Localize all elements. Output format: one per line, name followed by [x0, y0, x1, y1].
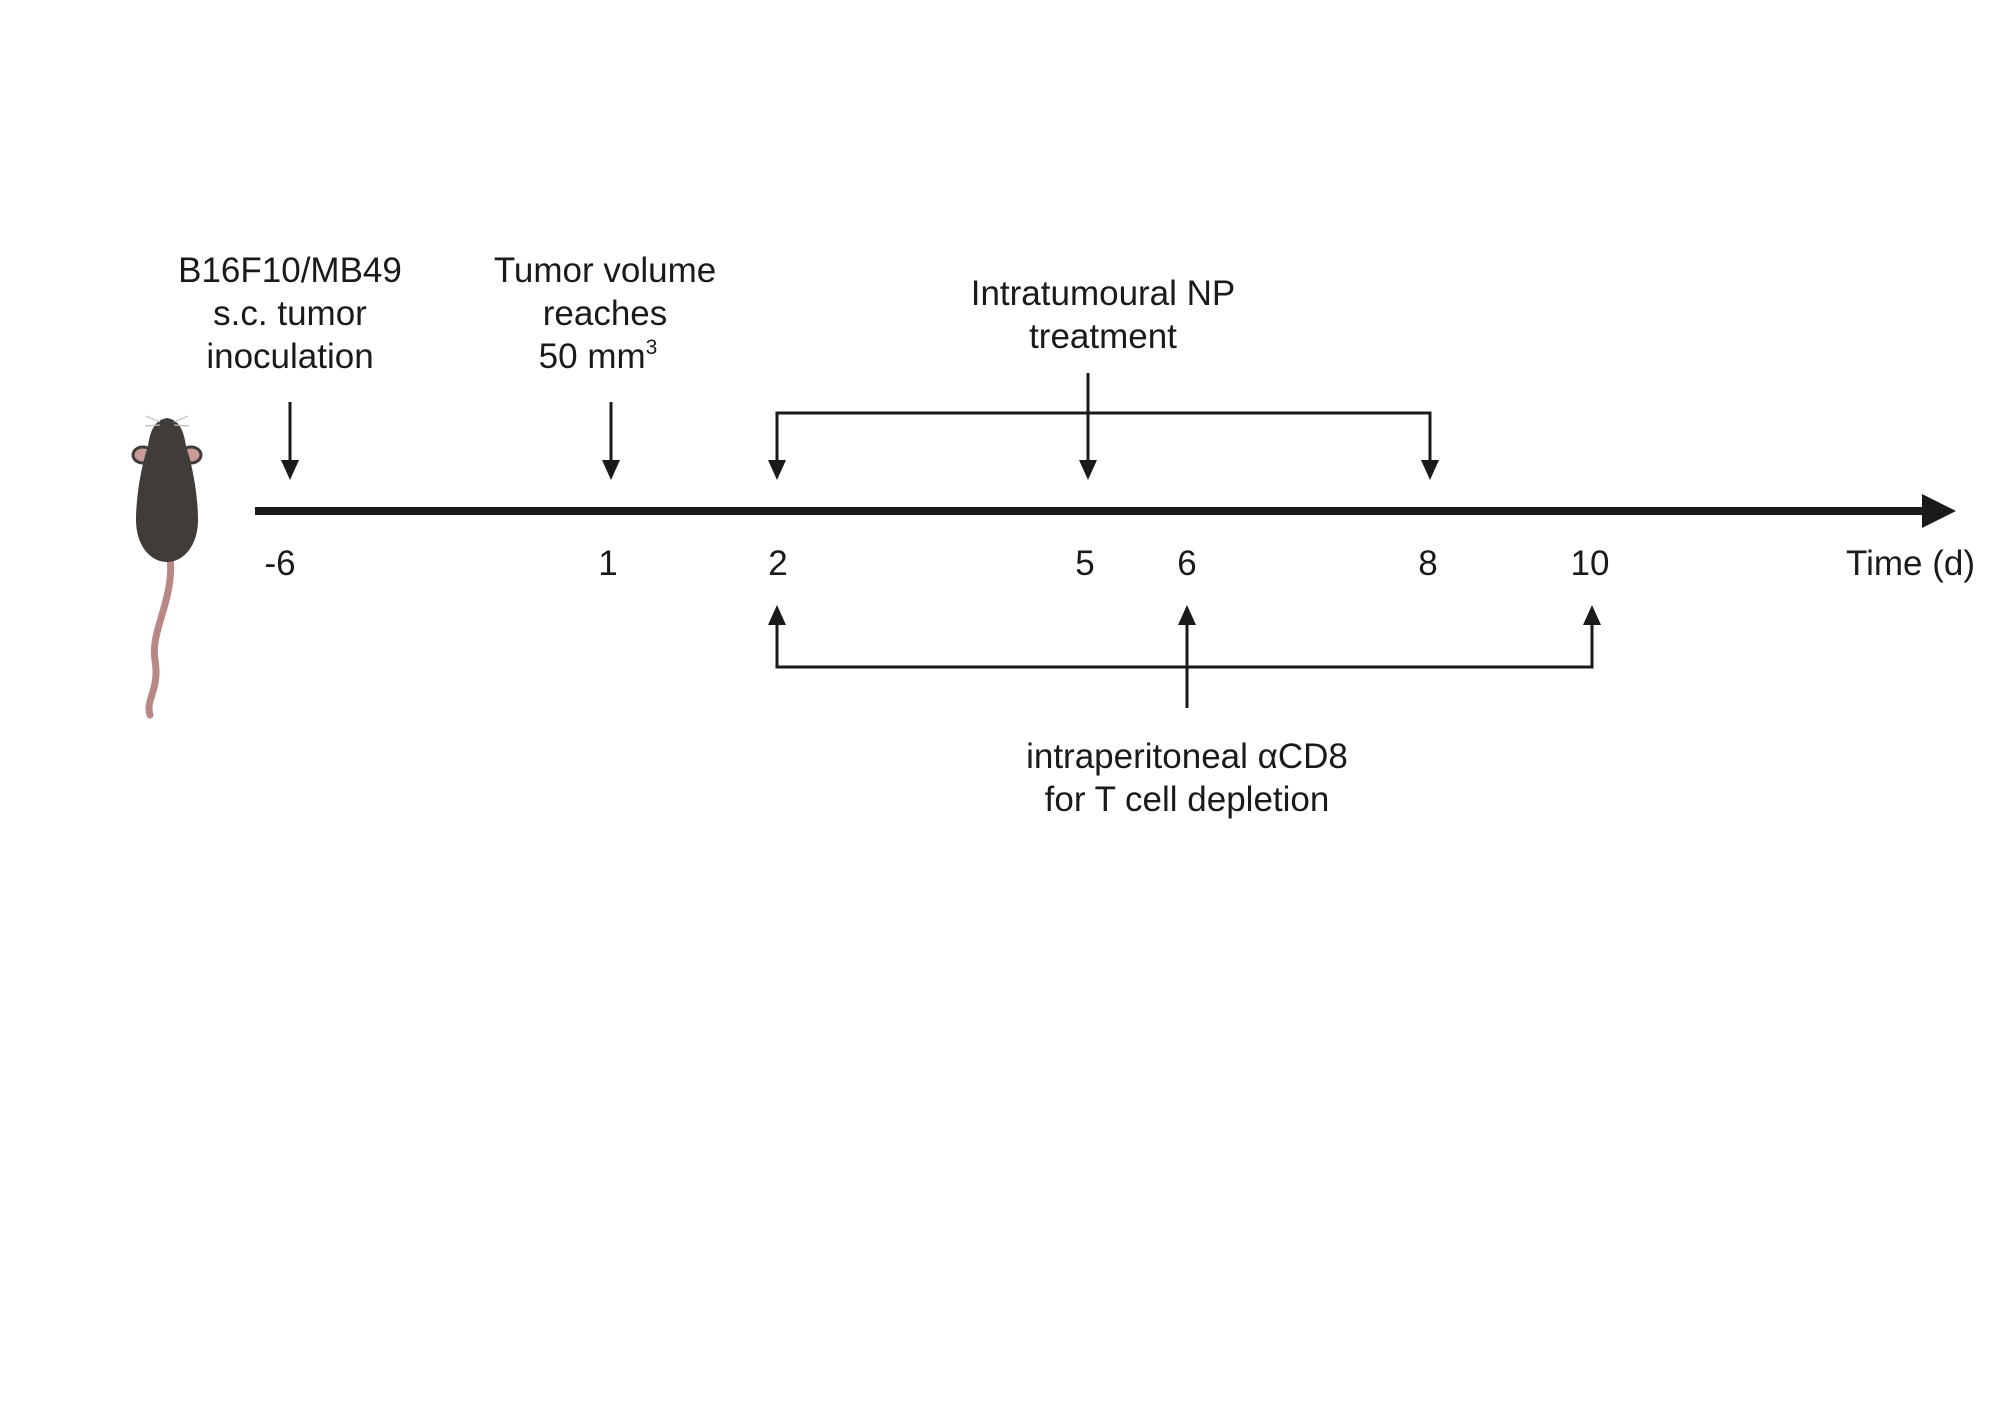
- depletion-annotation: intraperitoneal αCD8 for T cell depletio…: [1026, 737, 1348, 819]
- inoculation-line-1: B16F10/MB49: [178, 251, 402, 290]
- tick-label: 6: [1177, 544, 1196, 583]
- np-treatment-line-1: Intratumoural NP: [971, 274, 1236, 313]
- tick-label: 1: [598, 544, 617, 583]
- np-treatment-line-2: treatment: [1029, 317, 1177, 356]
- inoculation-line-3: inoculation: [206, 337, 373, 376]
- np-treatment-bracket: [775, 411, 1432, 462]
- tick-label: -6: [264, 544, 295, 583]
- mouse-tail: [145, 551, 175, 719]
- tick-labels: -6 1 2 5 6 8 10: [264, 544, 1609, 583]
- depletion-line-2: for T cell depletion: [1045, 780, 1330, 819]
- mouse-body: [136, 418, 198, 562]
- volume-superscript: 3: [646, 336, 658, 359]
- tick-label: 8: [1418, 544, 1437, 583]
- inoculation-annotation: B16F10/MB49 s.c. tumor inoculation: [178, 251, 402, 376]
- volume-line-3: 50 mm3: [539, 336, 658, 376]
- inoculation-line-2: s.c. tumor: [213, 294, 367, 333]
- depletion-bracket: [775, 622, 1594, 669]
- axis-label: Time (d): [1846, 544, 1975, 583]
- depletion-line-1: intraperitoneal αCD8: [1026, 737, 1348, 776]
- tick-label: 2: [768, 544, 787, 583]
- np-arrowhead-day5: [1079, 460, 1097, 480]
- depletion-arrowhead-day6: [1178, 605, 1196, 625]
- volume-line-1: Tumor volume: [494, 251, 716, 290]
- np-treatment-annotation: Intratumoural NP treatment: [971, 274, 1236, 356]
- mouse-icon: [131, 415, 203, 719]
- volume-value: 50 mm: [539, 337, 646, 376]
- volume-annotation: Tumor volume reaches 50 mm3: [494, 251, 716, 376]
- tick-label: 5: [1075, 544, 1094, 583]
- depletion-arrowhead-day10: [1583, 605, 1601, 625]
- inoculation-arrowhead: [281, 460, 299, 480]
- volume-line-2: reaches: [543, 294, 668, 333]
- tick-label: 10: [1571, 544, 1610, 583]
- np-arrowhead-day2: [768, 460, 786, 480]
- volume-arrowhead: [602, 460, 620, 480]
- np-arrowhead-day8: [1421, 460, 1439, 480]
- depletion-arrowhead-day2: [768, 605, 786, 625]
- mouse-whiskers: [144, 415, 190, 427]
- timeline-arrowhead: [1922, 494, 1956, 528]
